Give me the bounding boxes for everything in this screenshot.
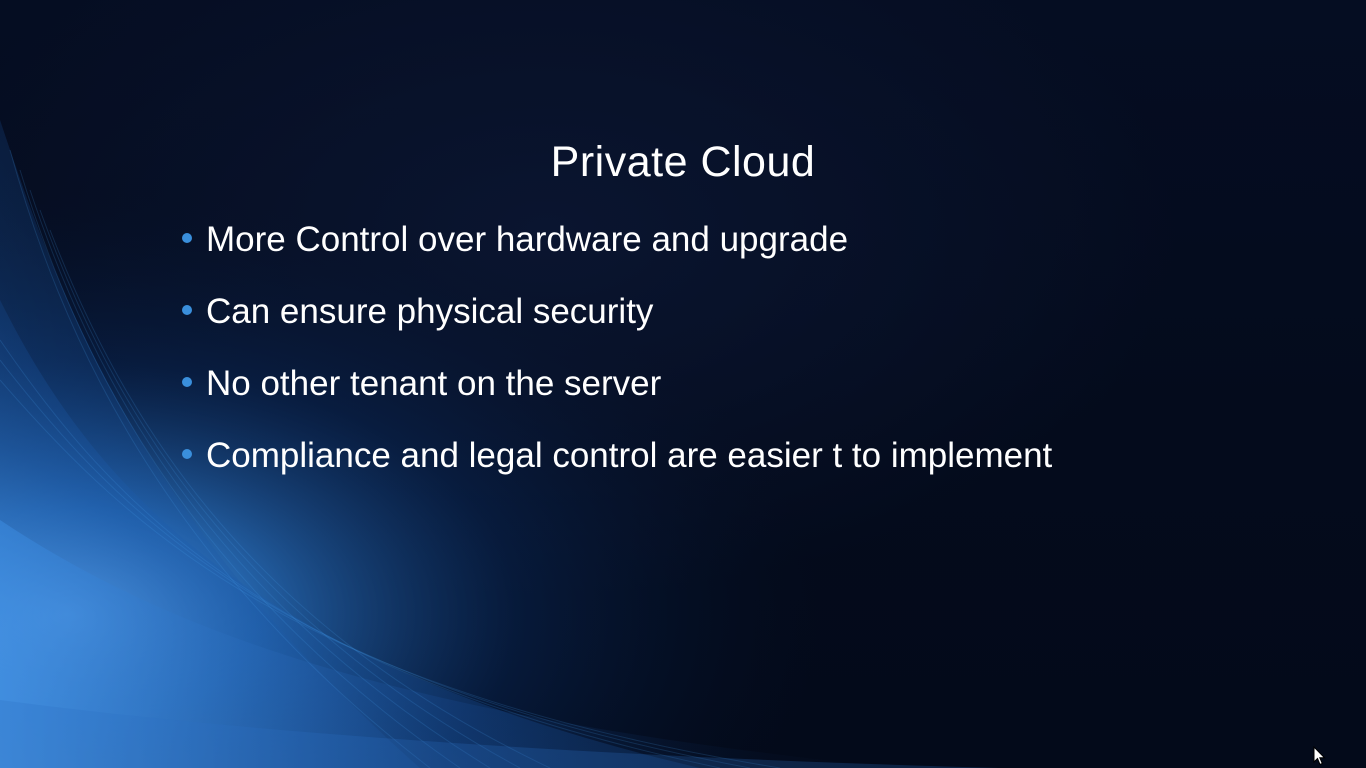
bullet-list: More Control over hardware and upgrade C…: [182, 212, 1052, 500]
bullet-dot-icon: [182, 448, 192, 459]
bullet-item-tenant: No other tenant on the server: [182, 356, 1052, 428]
bullet-text: More Control over hardware and upgrade: [206, 220, 849, 259]
bullet-text: No other tenant on the server: [206, 364, 662, 403]
bullet-dot-icon: [182, 304, 192, 315]
bullet-text: Can ensure physical security: [206, 292, 654, 331]
bullet-item-security: Can ensure physical security: [182, 284, 1052, 356]
bullet-item-control: More Control over hardware and upgrade: [182, 212, 1052, 284]
bullet-text: Compliance and legal control are easier …: [206, 436, 1053, 475]
slide-title: Private Cloud: [550, 138, 816, 186]
bullet-item-compliance: Compliance and legal control are easier …: [182, 428, 1052, 500]
bullet-dot-icon: [182, 376, 192, 387]
mouse-pointer-icon: [1313, 746, 1326, 766]
bullet-dot-icon: [182, 232, 192, 243]
